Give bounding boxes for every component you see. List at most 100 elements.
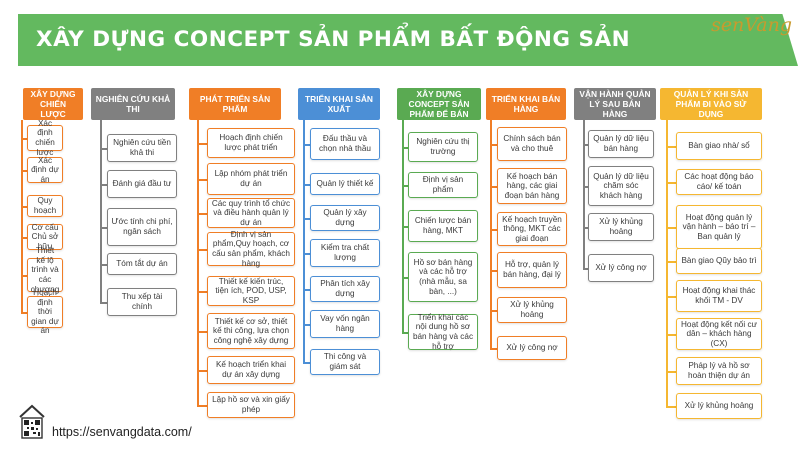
title-banner <box>18 14 798 66</box>
column-header-5: XÂY DỰNG CONCEPT SẢN PHẨM ĐỂ BÁN <box>397 88 481 120</box>
website-link[interactable]: https://senvangdata.com/ <box>52 425 192 439</box>
step-item: Nghiên cứu thị trường <box>408 132 478 162</box>
step-item: Lập hồ sơ và xin giấy phép <box>207 392 295 418</box>
item-connector <box>21 170 27 172</box>
step-item: Phân tích xây dựng <box>310 276 380 302</box>
item-connector <box>666 261 676 263</box>
step-item: Xử lý khủng hoảng <box>588 213 654 241</box>
item-connector <box>303 289 310 291</box>
item-connector <box>666 334 676 336</box>
item-connector <box>197 143 207 145</box>
step-item: Kế hoạch triển khai dự án xây dựng <box>207 356 295 384</box>
step-item: Hỗ trợ, quản lý bán hàng, đại lý <box>497 252 567 288</box>
item-connector <box>490 310 497 312</box>
item-connector <box>402 332 408 334</box>
step-item: Xử lý khủng hoảng <box>676 393 762 419</box>
item-connector <box>21 206 27 208</box>
item-connector <box>490 229 497 231</box>
item-connector <box>666 146 676 148</box>
column-header-1: XÂY DỰNG CHIẾN LƯỢC <box>23 88 83 120</box>
step-item: Ước tính chi phí, ngân sách <box>107 208 177 246</box>
item-connector <box>100 227 107 229</box>
column-header-4: TRIỂN KHAI SẢN XUẤT <box>298 88 380 120</box>
item-connector <box>197 291 207 293</box>
step-item: Xác định chiến lược <box>27 119 63 157</box>
step-item: Vay vốn ngân hàng <box>310 310 380 338</box>
item-connector <box>197 331 207 333</box>
column-header-2: NGHIÊN CỨU KHẢ THI <box>91 88 175 120</box>
column-connector-line <box>197 120 199 405</box>
item-connector <box>490 348 497 350</box>
column-connector-line <box>490 120 492 348</box>
step-item: Hoạt động khai thác khối TM - DV <box>676 280 762 312</box>
step-item: Thi công và giám sát <box>310 349 380 375</box>
step-item: Xử lý công nợ <box>588 254 654 282</box>
item-connector <box>21 312 27 314</box>
item-connector <box>303 184 310 186</box>
step-item: Quản lý thiết kế <box>310 173 380 195</box>
item-connector <box>490 270 497 272</box>
column-connector-line <box>100 120 102 302</box>
item-connector <box>303 144 310 146</box>
page-title: XÂY DỰNG CONCEPT SẢN PHẨM BẤT ĐỘNG SẢN <box>36 27 631 52</box>
item-connector <box>402 185 408 187</box>
step-item: Quản lý xây dựng <box>310 205 380 231</box>
item-connector <box>583 268 588 270</box>
item-connector <box>583 144 588 146</box>
step-item: Quản lý dữ liệu bán hàng <box>588 130 654 158</box>
step-item: Triển khai các nội dung hồ sơ bán hàng v… <box>408 313 478 351</box>
item-connector <box>583 227 588 229</box>
step-item: Đấu thầu và chọn nhà thầu <box>310 128 380 160</box>
item-connector <box>21 237 27 239</box>
column-header-7: VẬN HÀNH QUẢN LÝ SAU BÁN HÀNG <box>574 88 656 120</box>
item-connector <box>197 179 207 181</box>
step-item: Bàn giao Qũy bảo trì <box>676 248 762 274</box>
item-connector <box>197 370 207 372</box>
step-item: Chiến lược bán hàng, MKT <box>408 210 478 242</box>
item-connector <box>100 184 107 186</box>
step-item: Hoạt động kết nối cư dân – khách hàng (C… <box>676 318 762 350</box>
item-connector <box>490 144 497 146</box>
item-connector <box>100 302 107 304</box>
item-connector <box>303 218 310 220</box>
step-item: Xử lý công nợ <box>497 336 567 360</box>
item-connector <box>100 264 107 266</box>
step-item: Xác định dự án <box>27 156 63 184</box>
step-item: Bàn giao nhà/ sổ <box>676 132 762 160</box>
column-header-8: QUẢN LÝ KHI SẢN PHẨM ĐI VÀO SỬ DỤNG <box>660 88 762 120</box>
step-item: Hoạt động quản lý vận hành – báo trí – B… <box>676 205 762 249</box>
step-item: Các quy trình tổ chức và điều hành quản … <box>207 198 295 228</box>
column-connector-line <box>21 120 23 312</box>
step-item: Cơ cấu Chủ sở hữu <box>27 223 63 251</box>
step-item: Kiểm tra chất lượng <box>310 239 380 267</box>
item-connector <box>21 138 27 140</box>
step-item: Tóm tắt dự án <box>107 253 177 275</box>
item-connector <box>197 213 207 215</box>
item-connector <box>197 405 207 407</box>
step-item: Hoạch định thời gian dự án <box>27 288 63 335</box>
item-connector <box>303 253 310 255</box>
step-item: Xử lý khủng hoảng <box>497 297 567 323</box>
step-item: Thiết kế kiến trúc, tiện ích, POD, USP, … <box>207 276 295 306</box>
step-item: Quản lý dữ liệu chăm sóc khách hàng <box>588 166 654 206</box>
step-item: Kế hoạch truyền thông, MKT các giai đoạn <box>497 212 567 246</box>
item-connector <box>666 227 676 229</box>
item-connector <box>197 249 207 251</box>
step-item: Lập nhóm phát triển dự án <box>207 163 295 195</box>
item-connector <box>583 186 588 188</box>
step-item: Chính sách bán và cho thuê <box>497 127 567 161</box>
item-connector <box>666 296 676 298</box>
step-item: Đánh giá đầu tư <box>107 170 177 198</box>
item-connector <box>303 324 310 326</box>
step-item: Kế hoạch bán hàng, các giai đoạn bán hàn… <box>497 168 567 204</box>
item-connector <box>666 406 676 408</box>
step-item: Định vị sản phẩm <box>408 172 478 198</box>
item-connector <box>402 277 408 279</box>
senvang-logo: senVàng <box>711 14 792 36</box>
column-connector-line <box>303 120 305 362</box>
item-connector <box>303 362 310 364</box>
item-connector <box>402 226 408 228</box>
column-header-3: PHÁT TRIỂN SẢN PHẨM <box>189 88 281 120</box>
step-item: Thiết kế cơ sở, thiết kế thi công, lựa c… <box>207 313 295 349</box>
column-header-6: TRIỂN KHAI BÁN HÀNG <box>486 88 566 120</box>
